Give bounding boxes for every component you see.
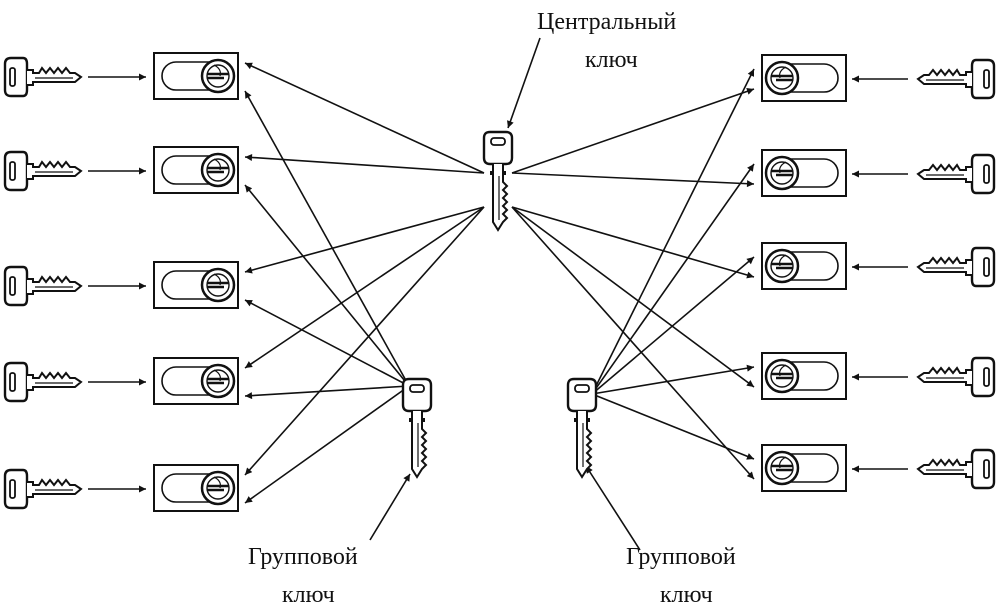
group-key-right-label-word: ключ [660, 582, 713, 608]
individual-key [3, 56, 83, 98]
individual-key [3, 150, 83, 192]
lock-cylinder [153, 464, 239, 512]
central-key-arrow [244, 62, 485, 174]
group-key-left [401, 377, 433, 479]
central-key [482, 130, 514, 232]
central-key-label: Центральный [537, 9, 677, 35]
lock-cylinders [153, 52, 847, 512]
group-key-arrow [244, 385, 410, 400]
individual-key [3, 265, 83, 307]
group-key-right-label: Групповой [626, 544, 736, 570]
group-key-arrow [244, 90, 410, 387]
central-key-arrow [511, 206, 755, 279]
central-key-arrow [511, 172, 755, 188]
central-key-arrow [244, 206, 485, 476]
group-right-label-arrow [585, 465, 641, 551]
central-key-arrow [511, 206, 755, 388]
central-key-arrow [244, 206, 485, 274]
lock-cylinder [153, 357, 239, 405]
group-key-arrow [591, 68, 755, 395]
group-key-arrow [244, 184, 410, 387]
group-left-label-arrow [369, 473, 411, 541]
group-key-left-label-word: ключ [282, 582, 335, 608]
group-key-arrow [244, 385, 410, 504]
lock-cylinder [153, 52, 239, 100]
group-key-arrow [244, 299, 410, 387]
group-key-arrow [591, 256, 755, 395]
lock-cylinder [153, 261, 239, 309]
central-key-arrow [511, 206, 755, 480]
central-key-arrow [244, 206, 485, 369]
individual-key [916, 153, 996, 195]
lock-cylinder [761, 54, 847, 102]
lock-cylinder [153, 146, 239, 194]
central-key-arrow [511, 87, 755, 174]
individual-key [916, 246, 996, 288]
lock-cylinder [761, 242, 847, 290]
key-to-lock-arrows [88, 37, 908, 551]
individual-key [3, 468, 83, 510]
lock-cylinder [761, 352, 847, 400]
group-key-arrow [591, 393, 755, 460]
group-key-arrow [591, 163, 755, 395]
group-key-left-label: Групповой [248, 544, 358, 570]
central-key-label-word: ключ [585, 47, 638, 73]
individual-key [3, 361, 83, 403]
individual-key [916, 448, 996, 490]
individual-key [916, 356, 996, 398]
individual-key [916, 58, 996, 100]
group-key-right [566, 377, 598, 479]
lock-cylinder [761, 149, 847, 197]
keys [3, 56, 996, 510]
group-key-arrow [591, 364, 755, 395]
central-key-arrow [244, 153, 485, 174]
lock-cylinder [761, 444, 847, 492]
central-label-arrow [507, 37, 541, 129]
